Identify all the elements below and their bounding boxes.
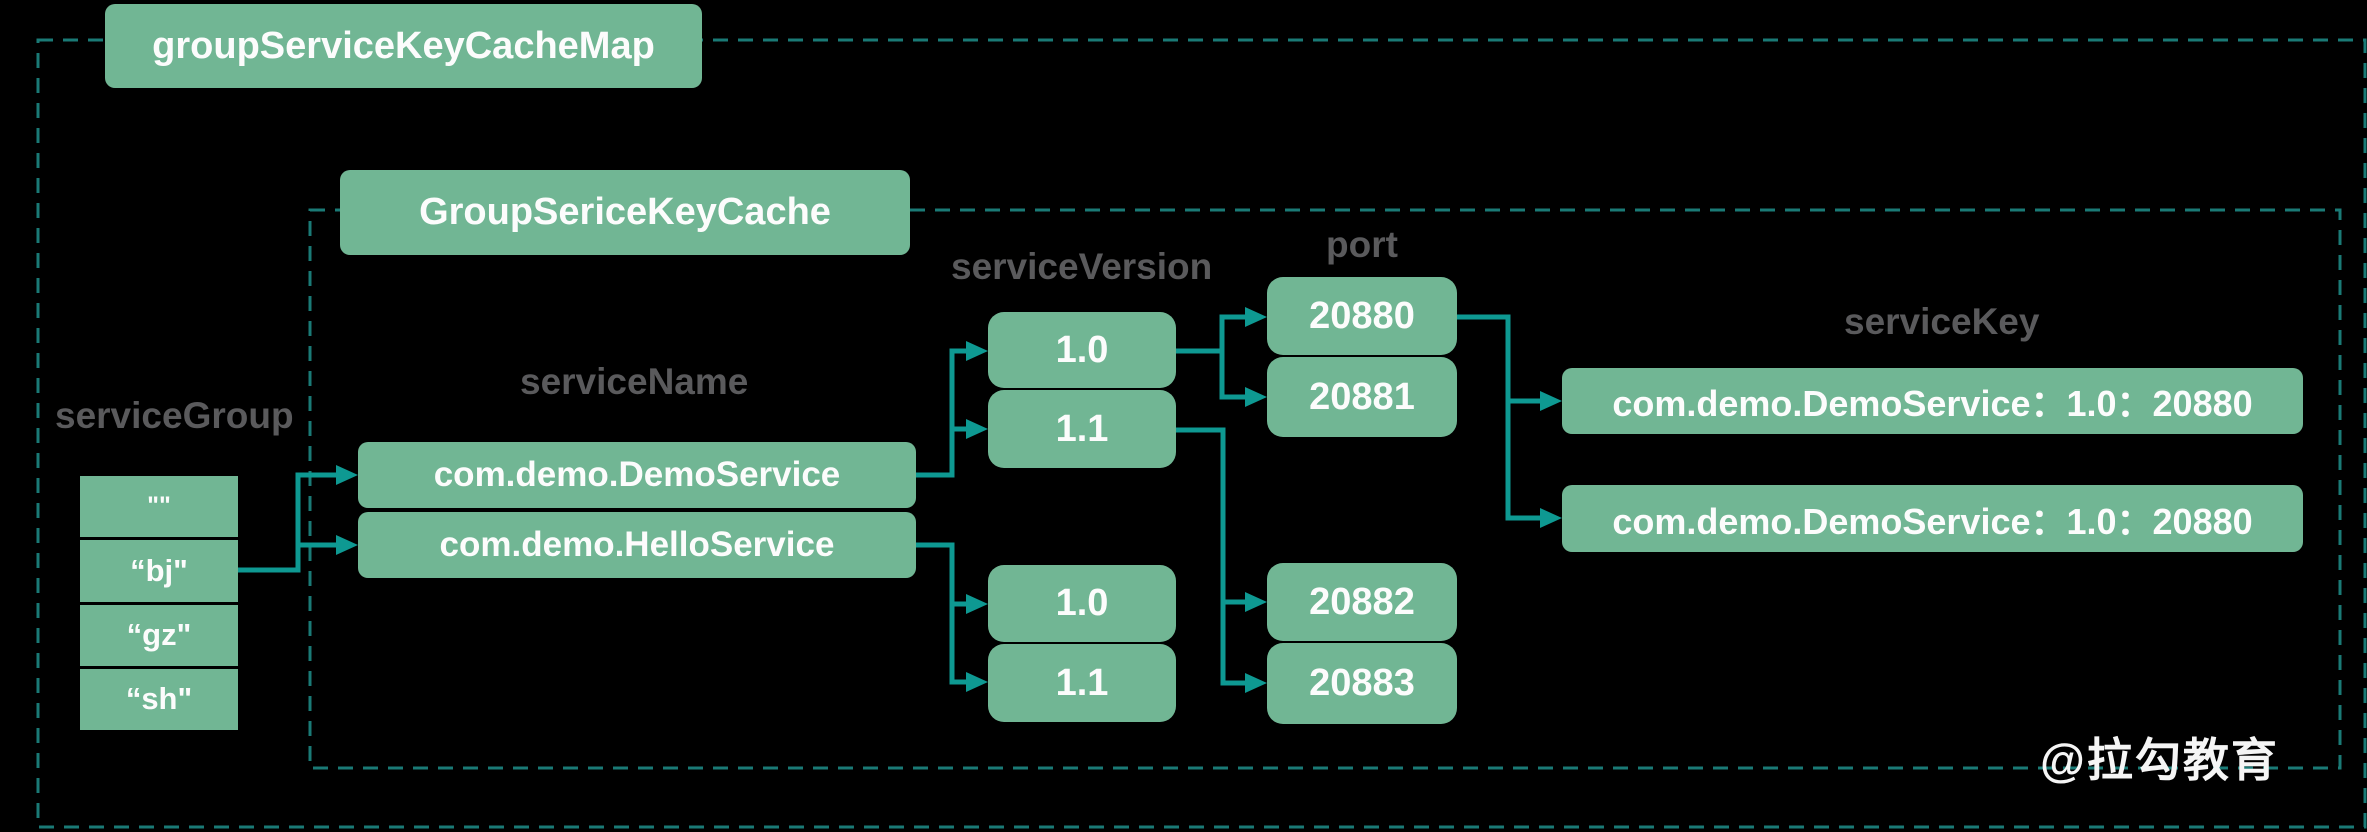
version-box-top-11: 1.1 xyxy=(988,390,1176,468)
wire-bj-to-demoservice xyxy=(238,465,358,573)
port-box-20881: 20881 xyxy=(1267,357,1457,437)
watermark: @拉勾教育 xyxy=(2040,734,2279,786)
inner-container-title: GroupSericeKeyCache xyxy=(340,170,910,255)
version-box-bottom-11: 1.1 xyxy=(988,644,1176,722)
service-group-stack: "" “bj" “gz" “sh" xyxy=(80,476,238,730)
service-key-box-2: com.demo.DemoService：1.0：20880 xyxy=(1562,485,2303,552)
port-box-20880: 20880 xyxy=(1267,277,1457,355)
outer-container-title: groupServiceKeyCacheMap xyxy=(105,4,702,88)
wire-port20880-to-key2 xyxy=(1457,314,1562,528)
wire-helloservice-to-v11b xyxy=(916,542,988,692)
version-box-bottom-10: 1.0 xyxy=(988,565,1176,642)
service-group-cell-bj: “bj" xyxy=(80,537,238,601)
wire-v10-to-port20881 xyxy=(1219,351,1267,407)
wire-v11-to-port20883 xyxy=(1176,427,1267,693)
wire-demoservice-to-v10 xyxy=(916,341,988,478)
service-name-box-helloservice: com.demo.HelloService xyxy=(358,512,916,578)
port-label: port xyxy=(1326,224,1398,265)
service-key-box-1: com.demo.DemoService：1.0：20880 xyxy=(1562,368,2303,434)
port-box-20883: 20883 xyxy=(1267,643,1457,724)
service-name-label: serviceName xyxy=(520,361,749,402)
inner-dashed-border xyxy=(308,208,2342,770)
service-group-cell-empty: "" xyxy=(147,492,171,521)
service-group-cell-gz: “gz" xyxy=(80,601,238,666)
port-box-20882: 20882 xyxy=(1267,563,1457,641)
service-group-cell-sh: “sh" xyxy=(80,665,238,730)
wire-v10-to-port20880 xyxy=(1176,307,1267,354)
service-key-label: serviceKey xyxy=(1844,301,2040,342)
service-version-label: serviceVersion xyxy=(951,246,1213,287)
service-group-label: serviceGroup xyxy=(55,395,294,436)
outer-dashed-border xyxy=(36,38,2367,829)
version-box-top-10: 1.0 xyxy=(988,312,1176,388)
service-name-box-demoservice: com.demo.DemoService xyxy=(358,442,916,508)
